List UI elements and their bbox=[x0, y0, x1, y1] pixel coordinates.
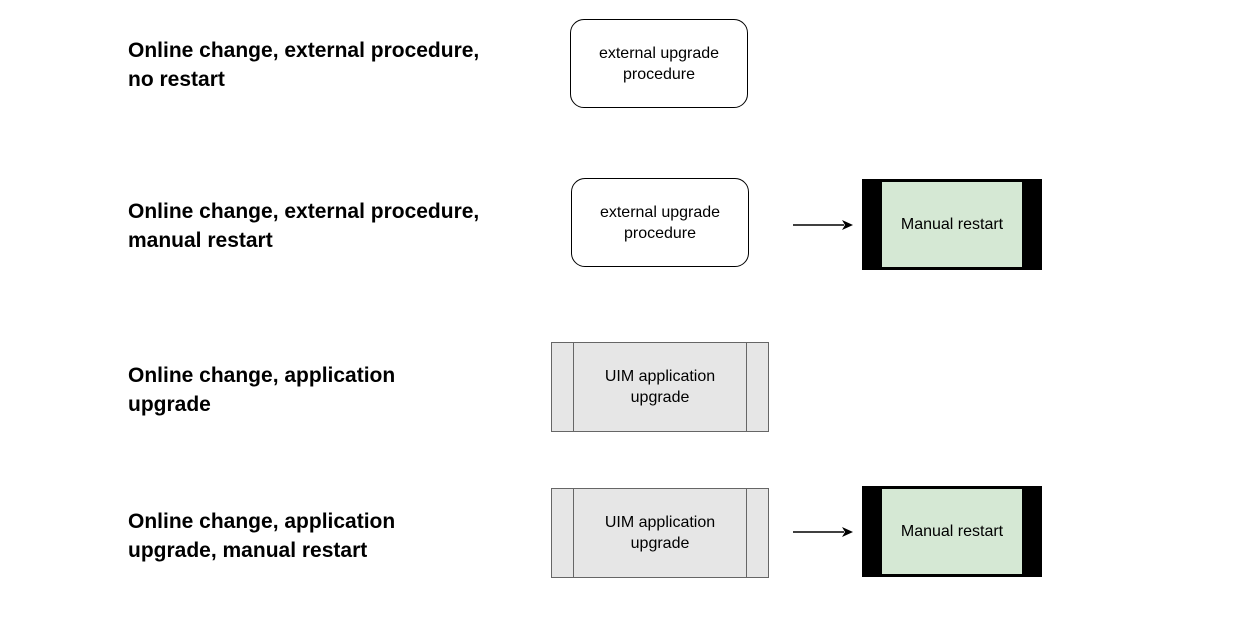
row-2-manual-restart-box: Manual restart bbox=[862, 179, 1042, 270]
row-3-uim-right-bar bbox=[746, 343, 747, 431]
row-4-uim-left-bar bbox=[573, 489, 574, 577]
row-4-manual-restart-box: Manual restart bbox=[862, 486, 1042, 577]
row-4-uim-upgrade-box: UIM application upgrade bbox=[551, 488, 769, 578]
row-4-uim-right-bar bbox=[746, 489, 747, 577]
row-4-arrow bbox=[793, 527, 853, 537]
row-3-uim-left-bar bbox=[573, 343, 574, 431]
row-1-external-procedure-box: external upgrade procedure bbox=[570, 19, 748, 108]
row-3-uim-upgrade-label: UIM application upgrade bbox=[604, 368, 716, 406]
row-2-manual-restart-label: Manual restart bbox=[882, 182, 1022, 267]
row-2-arrow bbox=[793, 220, 853, 230]
row-4-manual-restart-label: Manual restart bbox=[882, 489, 1022, 574]
row-3-uim-upgrade-box: UIM application upgrade bbox=[551, 342, 769, 432]
row-2-label: Online change, external procedure, manua… bbox=[128, 200, 480, 252]
row-4-label: Online change, application upgrade, manu… bbox=[128, 510, 396, 562]
row-2-external-procedure-box: external upgrade procedure bbox=[571, 178, 749, 267]
row-3-label: Online change, application upgrade bbox=[128, 364, 396, 416]
row-4-uim-upgrade-label: UIM application upgrade bbox=[604, 514, 716, 552]
row-1-label: Online change, external procedure, no re… bbox=[128, 39, 480, 91]
